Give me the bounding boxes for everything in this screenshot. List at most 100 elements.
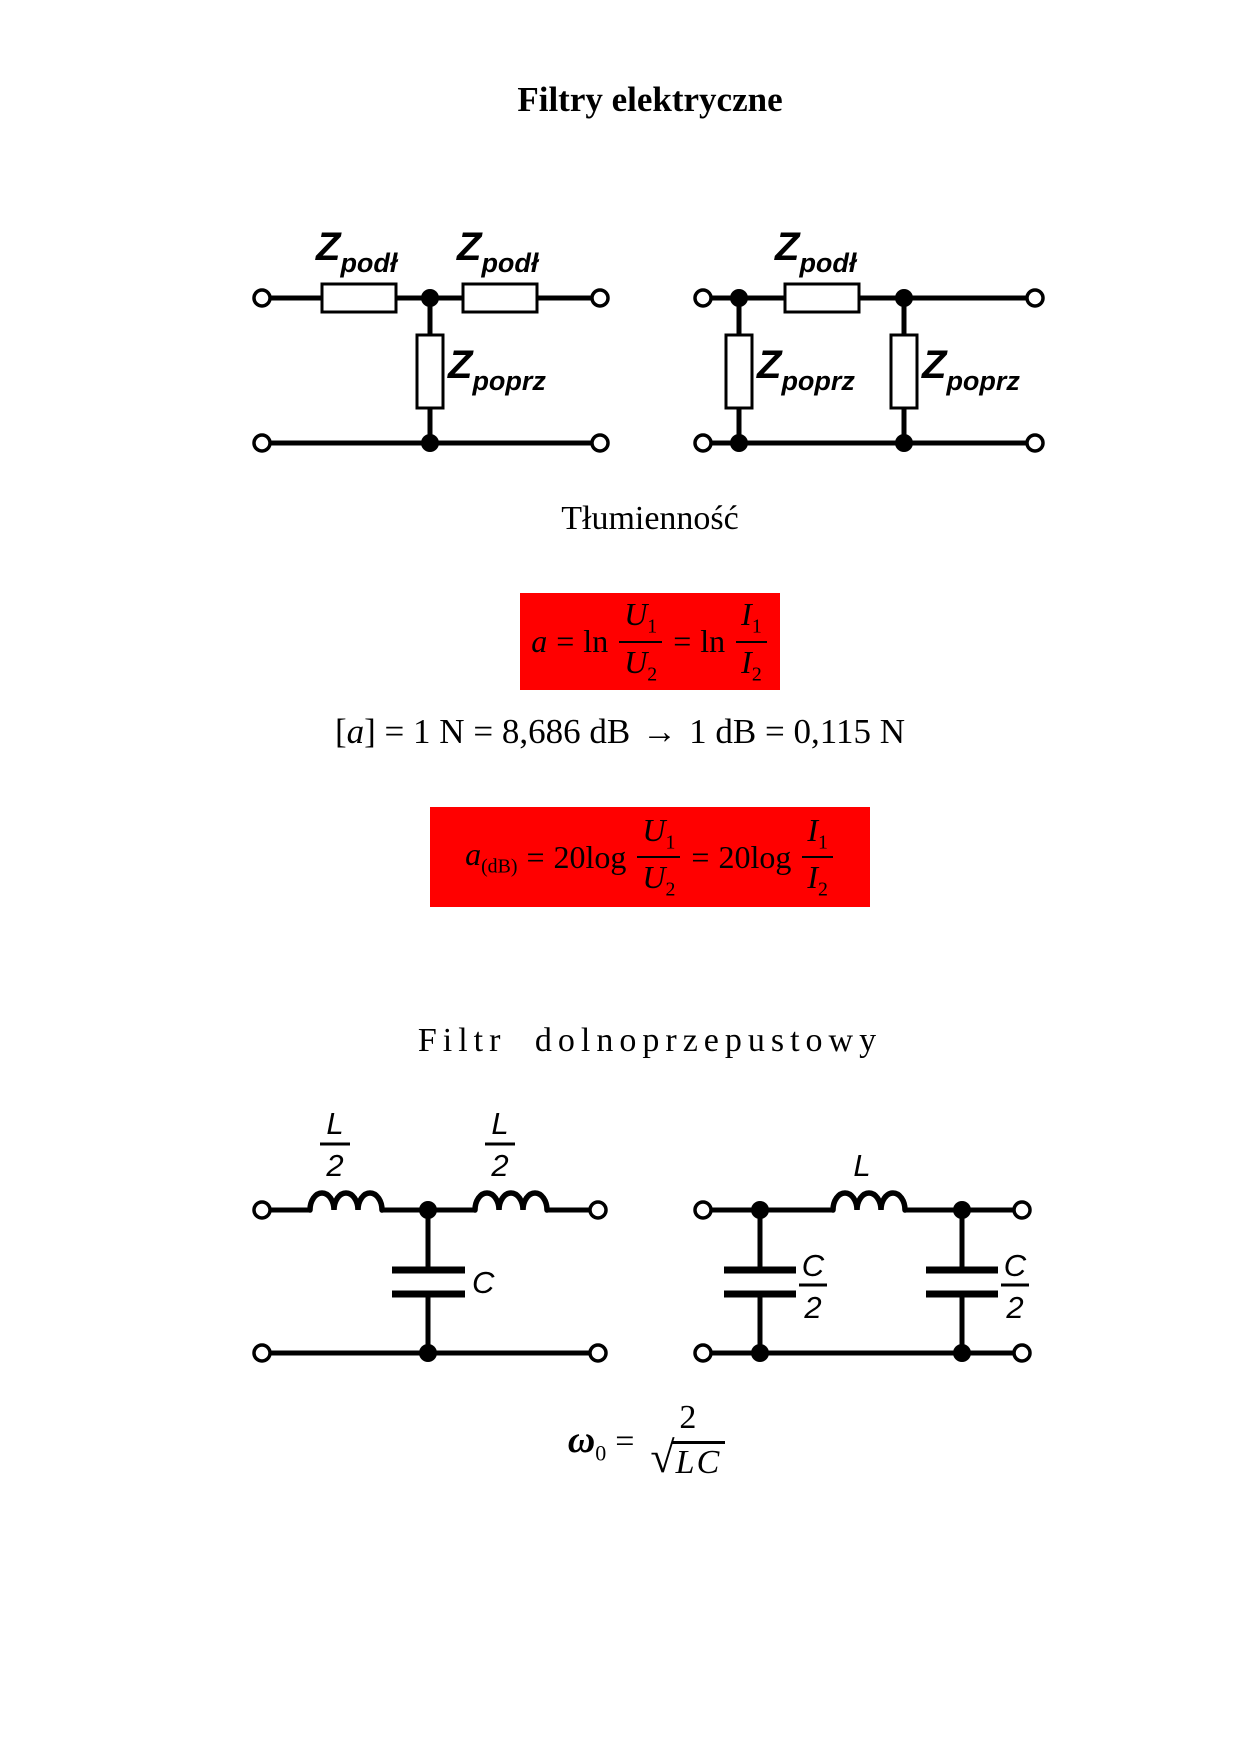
capacitor-1-label-den: 2 xyxy=(803,1290,821,1325)
shunt-impedance-2 xyxy=(889,333,919,410)
neper-attenuation-formula: a = ln U1 U2 = ln I1 I2 xyxy=(520,593,780,690)
inductor-coil xyxy=(472,1190,550,1213)
terminal xyxy=(252,1200,272,1220)
current-ratio-fraction: I1 I2 xyxy=(736,596,767,685)
junction-node xyxy=(895,289,913,307)
inductor-coil xyxy=(830,1190,908,1213)
junction-node xyxy=(953,1344,971,1362)
inductor-1-label-den: 2 xyxy=(325,1148,343,1183)
current-denominator: I xyxy=(741,643,752,680)
junction-node xyxy=(421,289,439,307)
equals-sign: = xyxy=(615,1423,635,1461)
lowpass-heading: Filtr dolnoprzepustowy xyxy=(417,1022,883,1059)
equals-sign: = xyxy=(526,838,545,875)
junction-node xyxy=(421,434,439,452)
voltage-denominator-sub: 2 xyxy=(647,662,658,685)
radical-icon: √ xyxy=(650,1432,675,1482)
inductor-2-label-den: 2 xyxy=(490,1148,508,1183)
current-denominator: I xyxy=(807,859,818,895)
series-impedance-1-label: Zpodł xyxy=(315,225,399,278)
capacitor-1-label-num: C xyxy=(802,1248,825,1283)
arrow-icon: → xyxy=(642,712,678,751)
series-impedance-label: Zpodł xyxy=(774,225,858,278)
current-denominator-sub: 2 xyxy=(751,662,762,685)
omega-glyph: ω xyxy=(567,1419,596,1462)
shunt-impedance-1 xyxy=(724,333,754,410)
terminal xyxy=(693,1343,713,1363)
shunt-impedance-2-label: Zpoprz xyxy=(921,343,1020,396)
capacitor-2-label-den: 2 xyxy=(1005,1290,1023,1325)
junction-node xyxy=(895,434,913,452)
terminal xyxy=(1012,1200,1032,1220)
junction-node xyxy=(419,1344,437,1362)
t-impedance-network-diagram: Zpodł Zpodł Zpoprz xyxy=(252,225,610,453)
voltage-numerator-sub: 1 xyxy=(665,831,676,854)
terminal xyxy=(1025,288,1045,308)
inductor-label: L xyxy=(853,1148,870,1183)
omega-subscript: 0 xyxy=(595,1440,607,1466)
attenuation-symbol: a xyxy=(346,712,365,751)
inductor-2-label-num: L xyxy=(491,1106,508,1141)
attenuation-symbol: a xyxy=(465,835,482,872)
db-subscript: (dB) xyxy=(481,855,518,878)
voltage-numerator: U xyxy=(624,596,648,633)
junction-node xyxy=(751,1201,769,1219)
current-numerator: I xyxy=(807,811,818,848)
shunt-impedance-label: Zpoprz xyxy=(447,343,546,396)
fraction-numerator: 2 xyxy=(679,1399,697,1436)
current-denominator-sub: 2 xyxy=(818,878,828,901)
formula-lhs: a(dB) xyxy=(465,836,517,878)
capacitor-2-label-num: C xyxy=(1004,1248,1027,1283)
inductor-1-label-num: L xyxy=(326,1106,343,1141)
equals-sign: = xyxy=(691,838,710,875)
square-root: √LC xyxy=(650,1435,726,1485)
series-impedance-1 xyxy=(320,282,398,314)
log-function: 20log xyxy=(718,838,792,875)
bracket-open: [ xyxy=(335,712,347,751)
equals-sign: = xyxy=(556,623,575,659)
page-title: Filtry elektryczne xyxy=(517,80,783,119)
junction-node xyxy=(419,1201,437,1219)
voltage-denominator: U xyxy=(642,859,666,895)
terminal xyxy=(693,288,713,308)
terminal xyxy=(252,288,272,308)
radicand-lc: LC xyxy=(671,1440,726,1481)
series-impedance-2 xyxy=(461,282,539,314)
voltage-ratio-fraction: U1 U2 xyxy=(619,596,663,685)
terminal xyxy=(693,433,713,453)
cutoff-frequency-formula: ω0 = 2 √LC xyxy=(60,1400,1240,1485)
log-function: 20log xyxy=(553,838,627,875)
voltage-denominator: U xyxy=(624,643,648,680)
junction-node xyxy=(730,289,748,307)
current-numerator-sub: 1 xyxy=(818,831,828,854)
junction-node xyxy=(730,434,748,452)
omega-symbol: ω0 xyxy=(568,1418,606,1467)
voltage-numerator: U xyxy=(642,811,666,848)
current-numerator: I xyxy=(741,596,752,633)
ln-function: ln xyxy=(583,623,609,659)
unit-conversion-line: [a] = 1 N = 8,686 dB→1 dB = 0,115 N xyxy=(0,712,1240,752)
series-impedance-2-label: Zpodł xyxy=(456,225,540,278)
decibel-attenuation-formula: a(dB) = 20log U1 U2 = 20log I1 I2 xyxy=(430,807,870,907)
voltage-denominator-sub: 2 xyxy=(665,878,676,901)
current-numerator-sub: 1 xyxy=(751,615,762,638)
junction-node xyxy=(953,1201,971,1219)
terminal xyxy=(1025,433,1045,453)
inductor-coil xyxy=(307,1190,385,1213)
neper-to-db-text: ] = 1 N = 8,686 dB xyxy=(364,712,631,751)
terminal xyxy=(588,1200,608,1220)
cutoff-fraction: 2 √LC xyxy=(645,1400,730,1485)
terminal xyxy=(693,1200,713,1220)
terminal xyxy=(590,288,610,308)
t-lowpass-filter-diagram: L 2 L 2 C xyxy=(252,1106,608,1363)
equals-sign: = xyxy=(673,623,692,659)
voltage-numerator-sub: 1 xyxy=(647,615,658,638)
terminal xyxy=(252,433,272,453)
voltage-ratio-fraction: U1 U2 xyxy=(637,811,681,901)
terminal xyxy=(590,433,610,453)
series-impedance xyxy=(783,282,861,314)
shunt-impedance-1-label: Zpoprz xyxy=(756,343,855,396)
capacitor-label: C xyxy=(472,1265,495,1300)
